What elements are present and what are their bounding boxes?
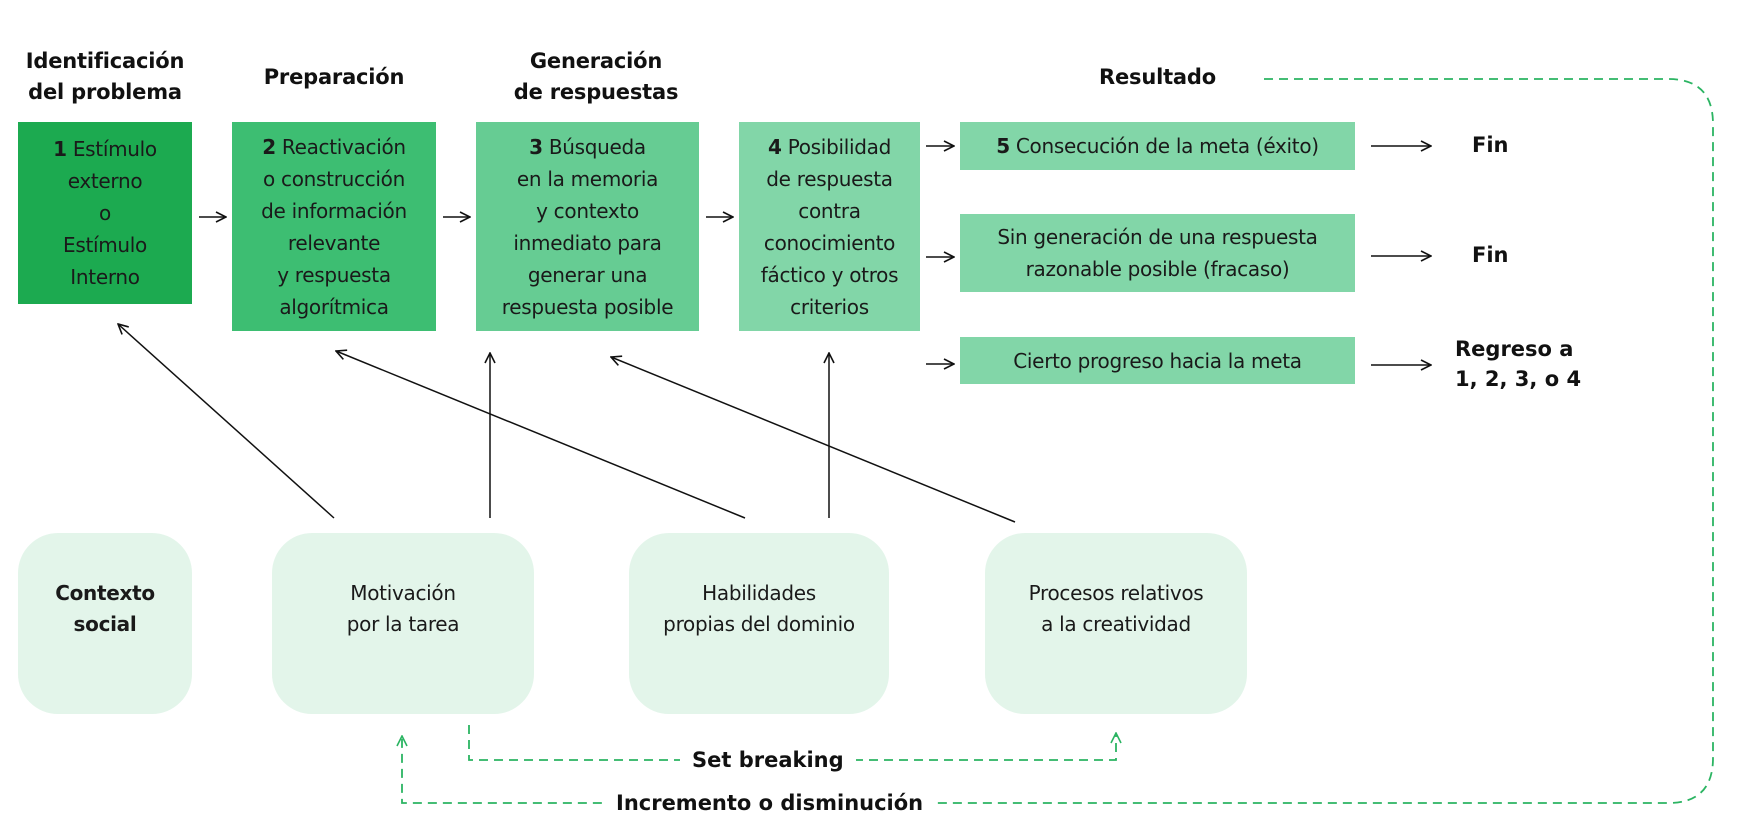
factor-line: a la creatividad <box>1041 611 1191 636</box>
factor-line: propias del dominio <box>663 611 855 636</box>
process-box-line: de respuesta <box>766 166 893 191</box>
process-box-line: Interno <box>70 265 140 289</box>
outcome-line: Cierto progreso hacia la meta <box>1013 348 1302 373</box>
process-box-line: criterios <box>790 294 869 319</box>
influence-arrow-habilidades-2 <box>336 351 746 519</box>
process-box-title: 4 Posibilidad <box>768 131 891 163</box>
outcome-box-progress: Cierto progreso hacia la meta <box>960 337 1355 384</box>
factor-box-motivacion: Motivación por la tarea <box>272 533 534 714</box>
process-box-line: contra <box>798 198 861 223</box>
stage-label-line: de respuestas <box>513 80 679 104</box>
set-breaking-dashed <box>468 725 1116 761</box>
feedback-loop-dashed <box>402 78 1714 804</box>
factor-line: Motivación <box>350 580 456 605</box>
outcome-box-failure: Sin generación de una respuesta razonabl… <box>960 214 1355 292</box>
outcome-line: razonable posible (fracaso) <box>1025 257 1290 281</box>
stage-label-resultado: Resultado <box>1070 62 1245 93</box>
process-box-line: Estímulo <box>72 137 157 161</box>
end-label-line: Regreso a <box>1455 337 1574 361</box>
set-breaking-label: Set breaking <box>680 747 856 773</box>
process-box-title: 3 Búsqueda <box>529 131 646 163</box>
process-box-title: 1 Estímulo <box>53 133 157 165</box>
factor-text: Motivación por la tarea <box>347 578 460 640</box>
outcome-line: Sin generación de una respuesta <box>997 225 1318 249</box>
factor-text: Procesos relativos a la creatividad <box>1029 578 1204 640</box>
end-label-failure: Fin <box>1472 243 1509 267</box>
process-box-line: Estímulo <box>62 233 147 257</box>
end-label-line: 1, 2, 3, o 4 <box>1455 367 1582 391</box>
process-box-line: externo <box>67 169 143 193</box>
factor-line: social <box>73 611 137 636</box>
process-box-3: 3 Búsqueda en la memoria y contexto inme… <box>476 122 699 331</box>
process-box-line: respuesta posible <box>501 294 674 319</box>
process-box-line: y contexto <box>536 198 639 223</box>
stage-label-line: Generación <box>529 49 663 73</box>
process-box-line: Posibilidad <box>787 134 892 159</box>
process-box-line: conocimiento <box>763 230 896 255</box>
factor-box-contexto-social: Contexto social <box>18 533 192 714</box>
process-box-line: de información <box>261 198 407 223</box>
factor-box-procesos: Procesos relativos a la creatividad <box>985 533 1247 714</box>
stage-label-identificacion: Identificación del problema <box>10 46 200 108</box>
influence-arrow-motivacion-1 <box>118 324 335 519</box>
process-box-line: algorítmica <box>279 294 389 319</box>
process-box-line: Reactivación <box>281 134 406 159</box>
factor-line: Habilidades <box>702 580 816 605</box>
influence-arrow-procesos-3 <box>611 357 1016 523</box>
process-box-line: relevante <box>287 230 381 255</box>
stage-label-preparacion: Preparación <box>232 62 436 93</box>
process-box-line: o <box>99 201 111 225</box>
process-box-line: Búsqueda <box>548 134 646 159</box>
stage-label-line: Preparación <box>263 65 405 89</box>
process-box-line: o construcción <box>263 166 405 191</box>
step-number: 2 <box>262 134 276 159</box>
factor-line: Procesos relativos <box>1028 580 1204 605</box>
outcome-box-success: 5 Consecución de la meta (éxito) <box>960 122 1355 170</box>
process-box-line: inmediato para <box>513 230 662 255</box>
outcome-text: 5 Consecución de la meta (éxito) <box>996 130 1319 162</box>
step-number: 3 <box>529 134 543 159</box>
stage-label-line: Identificación <box>25 49 185 73</box>
outcome-line: Consecución de la meta (éxito) <box>1015 134 1319 158</box>
stage-label-line: Resultado <box>1099 65 1216 89</box>
process-box-line: fáctico y otros <box>760 262 899 287</box>
process-box-2: 2 Reactivación o construcción de informa… <box>232 122 436 331</box>
process-box-title: 2 Reactivación <box>262 131 406 163</box>
end-label-return: Regreso a 1, 2, 3, o 4 <box>1455 334 1581 394</box>
factor-line: Contexto <box>55 580 155 605</box>
factor-box-habilidades: Habilidades propias del dominio <box>629 533 889 714</box>
step-number: 4 <box>768 134 782 159</box>
process-box-4: 4 Posibilidad de respuesta contra conoci… <box>739 122 920 331</box>
step-number: 1 <box>53 137 67 161</box>
incremento-label: Incremento o disminución <box>604 790 936 816</box>
factor-text: Contexto social <box>55 578 155 640</box>
factor-line: por la tarea <box>346 611 460 636</box>
stage-label-generacion: Generación de respuestas <box>476 46 716 108</box>
factor-text: Habilidades propias del dominio <box>663 578 855 640</box>
process-box-line: y respuesta <box>277 262 391 287</box>
process-box-1: 1 Estímulo externo o Estímulo Interno <box>18 122 192 304</box>
step-number: 5 <box>996 134 1010 158</box>
stage-label-line: del problema <box>28 80 182 104</box>
process-box-line: en la memoria <box>516 166 659 191</box>
end-label-success: Fin <box>1472 133 1509 157</box>
process-box-line: generar una <box>527 262 648 287</box>
